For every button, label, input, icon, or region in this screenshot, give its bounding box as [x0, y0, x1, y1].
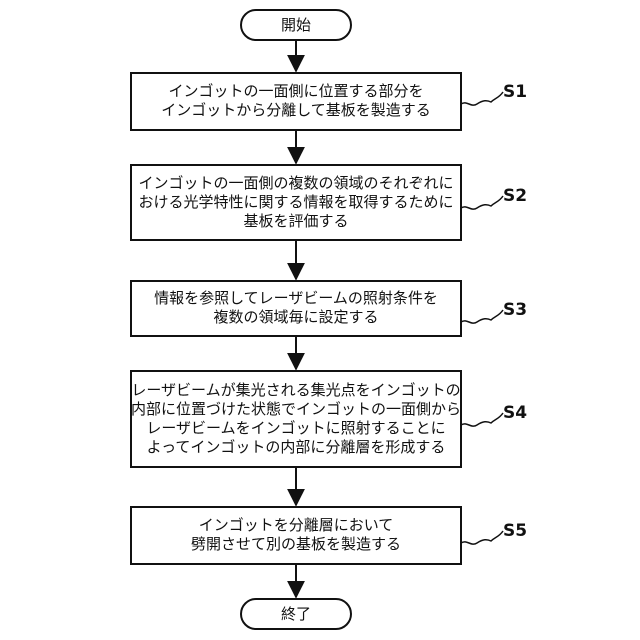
step-line: 内部に位置づけた状態でインゴットの一面側から	[131, 400, 461, 419]
step-text-s4: レーザビームが集光される集光点をインゴットの 内部に位置づけた状態でインゴットの…	[131, 381, 461, 457]
step-label-s5: S5	[503, 521, 527, 541]
end-label: 終了	[241, 604, 351, 624]
step-label-s2: S2	[503, 186, 527, 206]
leader-s5	[461, 531, 503, 544]
step-line: 劈開させて別の基板を製造する	[131, 535, 461, 554]
step-label-s1: S1	[503, 82, 527, 102]
leader-s1	[461, 92, 503, 105]
step-line: インゴットを分離層において	[131, 516, 461, 535]
leader-s2	[461, 196, 503, 209]
step-line: レーザビームをインゴットに照射することに	[131, 419, 461, 438]
step-label-s3: S3	[503, 300, 527, 320]
step-line: 複数の領域毎に設定する	[131, 308, 461, 327]
step-line: 情報を参照してレーザビームの照射条件を	[131, 289, 461, 308]
step-text-s1: インゴットの一面側に位置する部分を インゴットから分離して基板を製造する	[131, 82, 461, 120]
step-line: インゴットの一面側に位置する部分を	[131, 82, 461, 101]
step-line: おける光学特性に関する情報を取得するために	[131, 193, 461, 212]
leader-s4	[461, 413, 503, 426]
step-label-s4: S4	[503, 403, 527, 423]
step-line: インゴットの一面側の複数の領域のそれぞれに	[131, 174, 461, 193]
leader-s3	[461, 310, 503, 323]
step-text-s3: 情報を参照してレーザビームの照射条件を 複数の領域毎に設定する	[131, 289, 461, 327]
step-line: 基板を評価する	[131, 212, 461, 231]
step-text-s5: インゴットを分離層において 劈開させて別の基板を製造する	[131, 516, 461, 554]
start-label: 開始	[241, 15, 351, 35]
step-line: レーザビームが集光される集光点をインゴットの	[131, 381, 461, 400]
step-text-s2: インゴットの一面側の複数の領域のそれぞれに おける光学特性に関する情報を取得する…	[131, 174, 461, 231]
step-line: インゴットから分離して基板を製造する	[131, 101, 461, 120]
step-line: よってインゴットの内部に分離層を形成する	[131, 438, 461, 457]
